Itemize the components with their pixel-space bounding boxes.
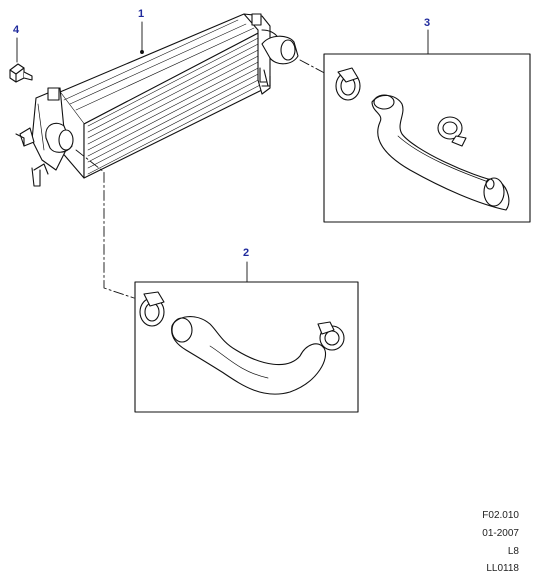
- figure-date: 01-2007: [482, 528, 519, 539]
- intercooler: [15, 13, 299, 187]
- callout-outlet-hose-kit: 2: [243, 247, 250, 259]
- bolt: [9, 37, 33, 83]
- plate-ref: LL0118: [486, 563, 519, 574]
- figure-ref: F02.010: [482, 510, 519, 521]
- inlet-hose-kit: [323, 29, 531, 223]
- model-code: L8: [507, 546, 519, 557]
- callout-bolt: 4: [13, 24, 20, 36]
- callout-intercooler: 1: [138, 8, 145, 20]
- callout-inlet-hose-kit: 3: [424, 17, 431, 29]
- outlet-hose-kit: [134, 261, 359, 413]
